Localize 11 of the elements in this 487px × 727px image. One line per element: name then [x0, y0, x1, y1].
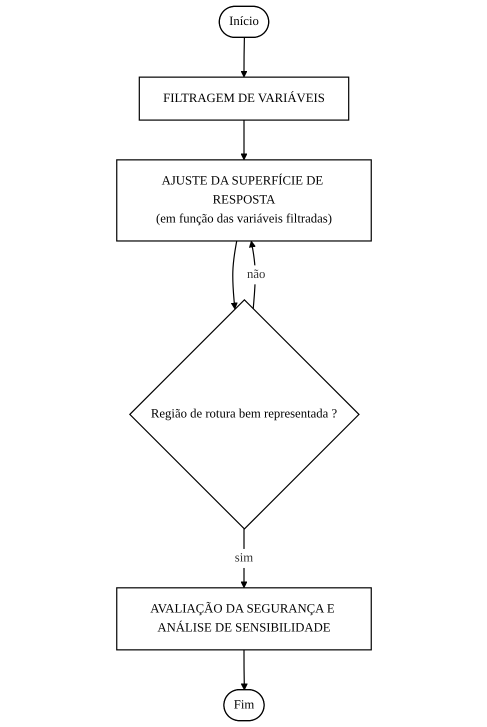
node-box: FILTRAGEM DE VARIÁVEIS: [138, 76, 349, 121]
edge-label: não: [246, 268, 265, 282]
arrow: [240, 38, 247, 78]
node-diamond: Região de rotura bem representada ?: [128, 298, 360, 530]
arrow: [240, 650, 248, 690]
node-box: AJUSTE DA SUPERFÍCIE DE RESPOSTA (em função das variáveis filtradas): [116, 159, 372, 242]
arrow: [240, 528, 247, 588]
arrow: [230, 240, 238, 310]
node-box: AVALIAÇÃO DA SEGURANÇA E ANÁLISE DE SENSIBILIDADE: [116, 587, 372, 650]
edge-label: sim: [234, 551, 253, 565]
arrow: [240, 120, 247, 160]
